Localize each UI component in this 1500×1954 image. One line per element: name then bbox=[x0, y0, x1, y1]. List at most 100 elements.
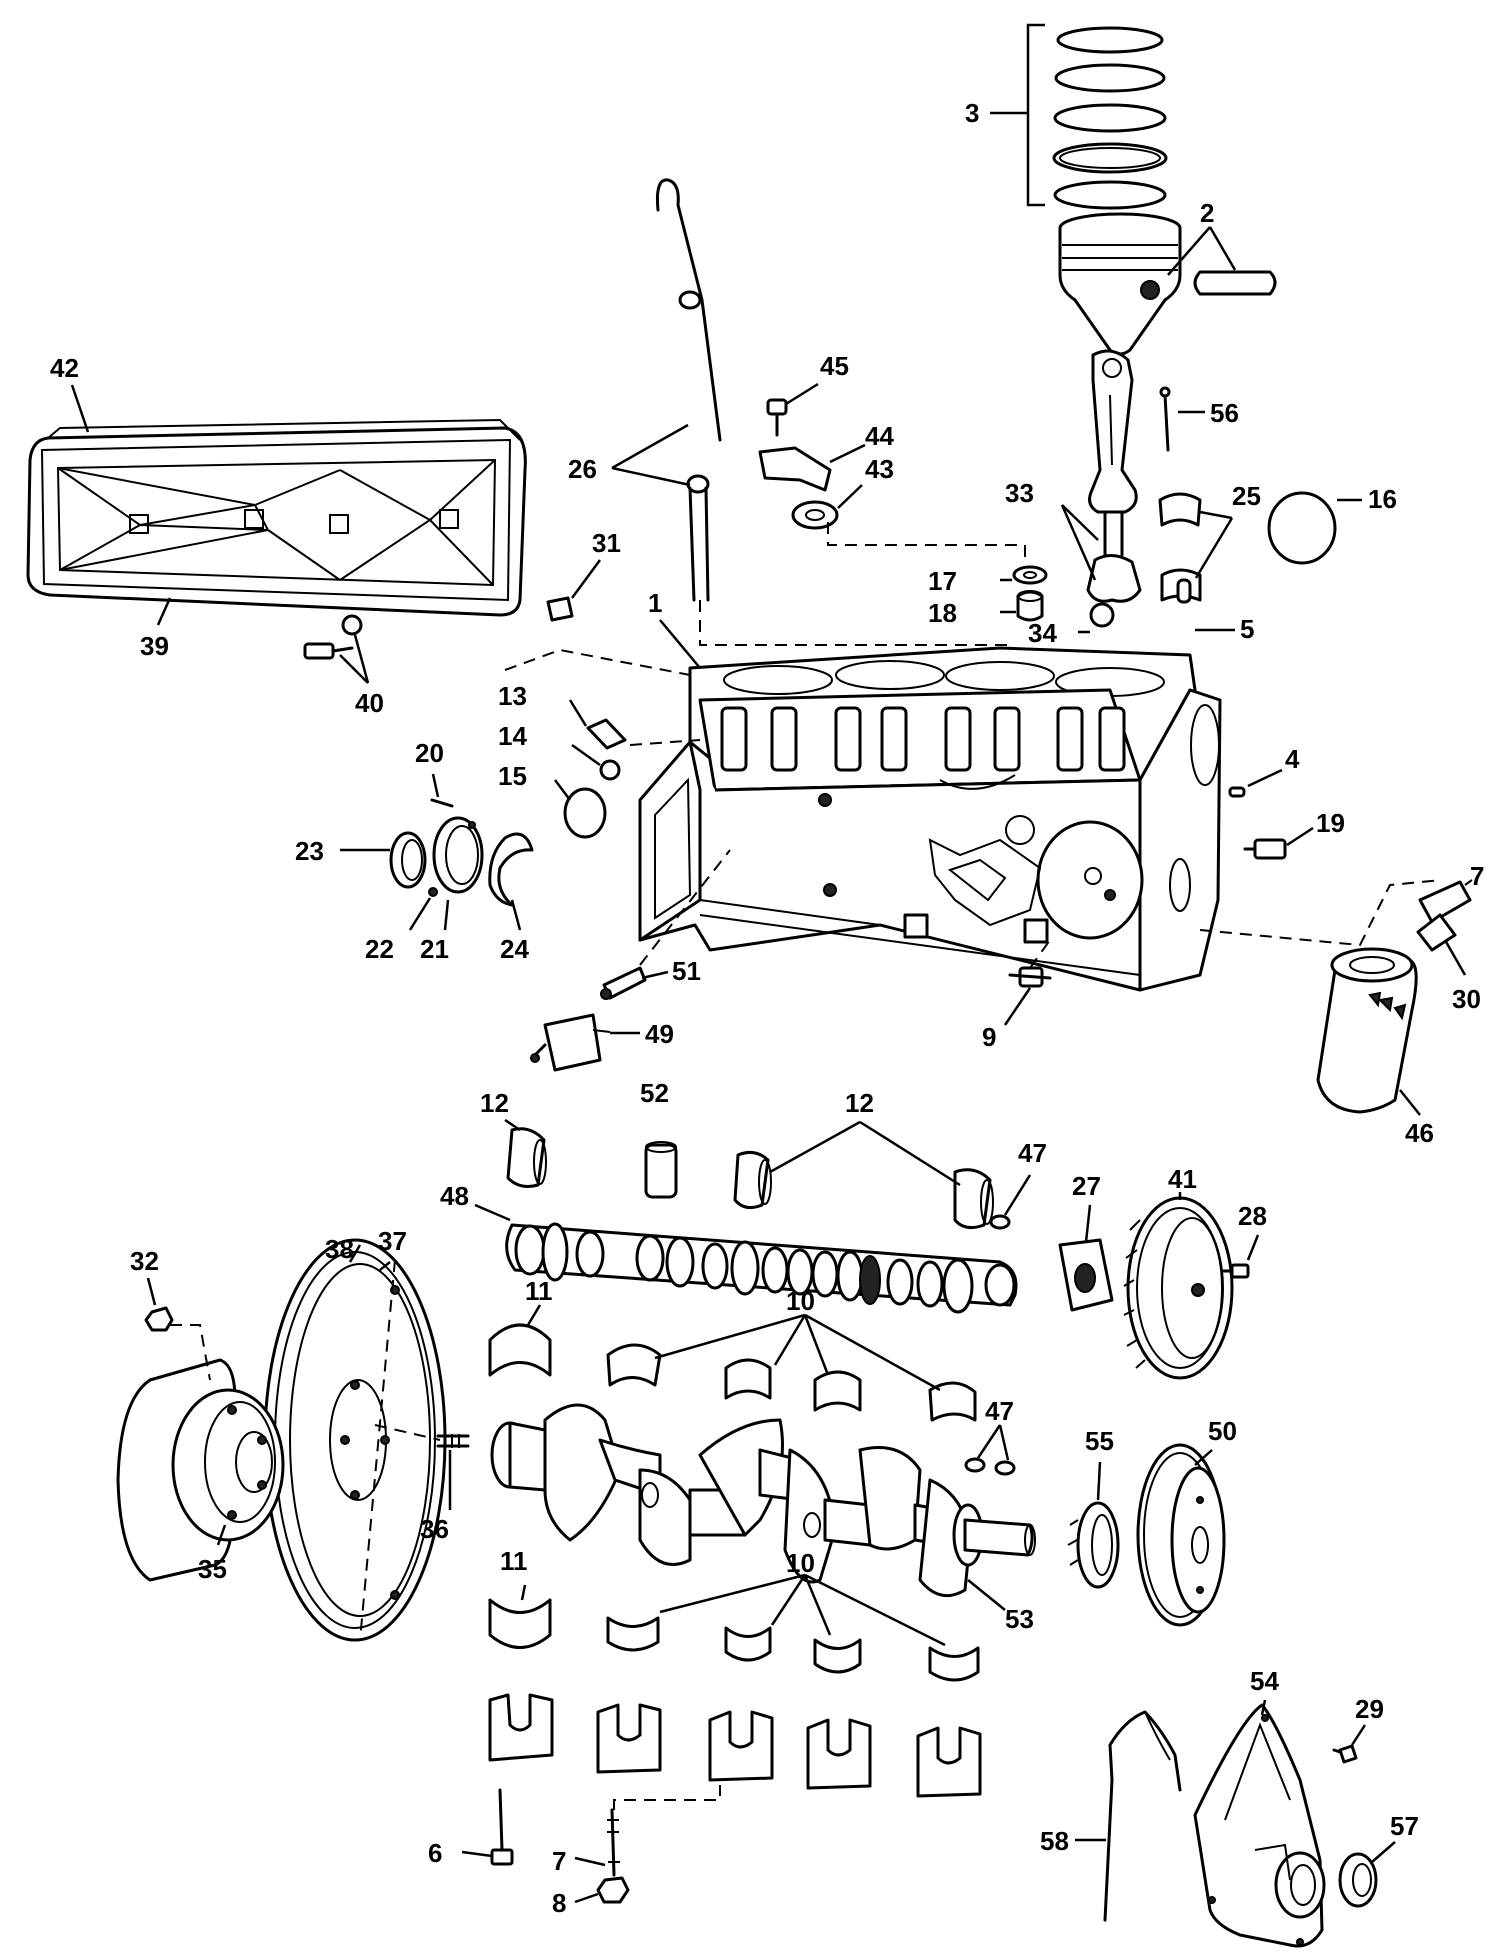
callout-52: 52 bbox=[640, 1078, 669, 1108]
filter-adapter bbox=[1416, 879, 1473, 952]
callout-37: 37 bbox=[378, 1226, 407, 1256]
callout-25: 25 bbox=[1232, 481, 1261, 511]
callout-33: 33 bbox=[1005, 478, 1034, 508]
rod-nut bbox=[1089, 602, 1115, 628]
valve-cover bbox=[26, 418, 527, 617]
washer bbox=[1012, 565, 1048, 585]
main-cap-nut bbox=[596, 1876, 630, 1904]
dipstick-tube bbox=[686, 474, 710, 602]
main-bearing-cap-3 bbox=[806, 1718, 872, 1790]
main-bearing-lower-4 bbox=[928, 1646, 980, 1682]
callout-10-upper: 10 bbox=[786, 1286, 815, 1316]
locating-pin bbox=[1228, 786, 1246, 798]
dipstick bbox=[656, 178, 722, 442]
callout-35: 35 bbox=[198, 1554, 227, 1584]
seal-retainer bbox=[432, 816, 484, 894]
camshaft-gear bbox=[1123, 1196, 1234, 1380]
retainer-screw bbox=[430, 798, 454, 808]
callout-labels: 1 2 3 4 5 6 7 7 8 9 10 10 11 11 12 12 13… bbox=[50, 98, 1484, 1918]
cover-nut bbox=[341, 614, 363, 636]
callout-51: 51 bbox=[672, 956, 701, 986]
oil-filter bbox=[1316, 947, 1418, 1114]
main-bearing-lower-1 bbox=[606, 1616, 660, 1652]
callout-53: 53 bbox=[1005, 1604, 1034, 1634]
callout-57: 57 bbox=[1390, 1811, 1419, 1841]
oil-pressure-sender bbox=[530, 1013, 611, 1072]
expansion-plug bbox=[1267, 491, 1337, 565]
callout-22: 22 bbox=[365, 934, 394, 964]
callout-11-lower: 11 bbox=[500, 1546, 528, 1576]
callout-50: 50 bbox=[1208, 1416, 1237, 1446]
main-bearing-cap-rear bbox=[488, 1693, 554, 1762]
crankshaft-pulley bbox=[1136, 1443, 1226, 1627]
callout-15: 15 bbox=[498, 761, 527, 791]
oil-gallery-plug-short bbox=[599, 759, 621, 781]
callout-32: 32 bbox=[130, 1246, 159, 1276]
callout-56: 56 bbox=[1210, 398, 1239, 428]
oil-gallery-plug-long bbox=[586, 718, 627, 750]
callout-20: 20 bbox=[415, 738, 444, 768]
callout-29: 29 bbox=[1355, 1694, 1384, 1724]
rear-main-seal bbox=[389, 831, 427, 889]
callout-23: 23 bbox=[295, 836, 324, 866]
spacer bbox=[1016, 590, 1044, 622]
callout-55: 55 bbox=[1085, 1426, 1114, 1456]
main-cap-bolt bbox=[490, 1788, 514, 1866]
bracket bbox=[758, 446, 832, 492]
drain-cock bbox=[1008, 966, 1052, 988]
callout-3: 3 bbox=[965, 98, 979, 128]
cam-bearing-2 bbox=[733, 1150, 772, 1210]
callout-9: 9 bbox=[982, 1022, 996, 1052]
main-bearing-upper-4 bbox=[928, 1381, 977, 1422]
callout-58: 58 bbox=[1040, 1826, 1069, 1856]
timing-cover bbox=[1193, 1703, 1326, 1948]
callout-45: 45 bbox=[820, 351, 849, 381]
adapter-bolt bbox=[600, 966, 647, 1000]
callout-48: 48 bbox=[440, 1181, 469, 1211]
callout-12-right: 12 bbox=[845, 1088, 874, 1118]
callout-49: 49 bbox=[645, 1019, 674, 1049]
callout-5: 5 bbox=[1240, 614, 1254, 644]
callout-30: 30 bbox=[1452, 984, 1481, 1014]
seal-half bbox=[488, 832, 534, 907]
callout-39: 39 bbox=[140, 631, 169, 661]
main-bearing-upper-3 bbox=[813, 1370, 862, 1412]
front-crank-seal bbox=[1338, 1852, 1378, 1908]
piston bbox=[1058, 212, 1182, 356]
main-bearing-upper-rear bbox=[488, 1323, 552, 1377]
dowel-pin bbox=[1176, 578, 1192, 604]
connecting-rod bbox=[1086, 349, 1142, 603]
callout-6: 6 bbox=[428, 1838, 442, 1868]
callout-27: 27 bbox=[1072, 1171, 1101, 1201]
camshaft bbox=[505, 1222, 1018, 1314]
callout-4: 4 bbox=[1285, 744, 1300, 774]
callout-8: 8 bbox=[552, 1888, 566, 1918]
cam-gear-bolt bbox=[1220, 1263, 1250, 1279]
core-plug bbox=[563, 787, 607, 839]
woodruff-key-cam bbox=[989, 1214, 1011, 1230]
main-bearing-lower-3 bbox=[813, 1638, 862, 1674]
callout-13: 13 bbox=[498, 681, 527, 711]
callout-41: 41 bbox=[1168, 1164, 1197, 1194]
piston-ring-set bbox=[1052, 26, 1168, 210]
callout-19: 19 bbox=[1316, 808, 1345, 838]
coupler-nut bbox=[144, 1306, 174, 1332]
oil-filter-fitting bbox=[1243, 838, 1287, 860]
callout-40: 40 bbox=[355, 688, 384, 718]
valve-lifter bbox=[644, 1141, 678, 1199]
main-bearing-upper-2 bbox=[724, 1358, 772, 1400]
woodruff-key-crank-2 bbox=[994, 1460, 1016, 1476]
callout-31: 31 bbox=[592, 528, 621, 558]
drive-coupler bbox=[116, 1358, 285, 1582]
flywheel-stud bbox=[436, 1434, 470, 1448]
callout-7-top: 7 bbox=[1470, 861, 1484, 891]
breather-fitting bbox=[546, 596, 574, 622]
retainer-pin bbox=[428, 887, 438, 897]
main-bearing-lower-2 bbox=[724, 1626, 772, 1662]
callout-21: 21 bbox=[420, 934, 449, 964]
main-bearing-upper-1 bbox=[606, 1343, 662, 1387]
piston-pin bbox=[1193, 270, 1277, 296]
callout-47-top: 47 bbox=[1018, 1138, 1047, 1168]
callout-24: 24 bbox=[500, 934, 529, 964]
